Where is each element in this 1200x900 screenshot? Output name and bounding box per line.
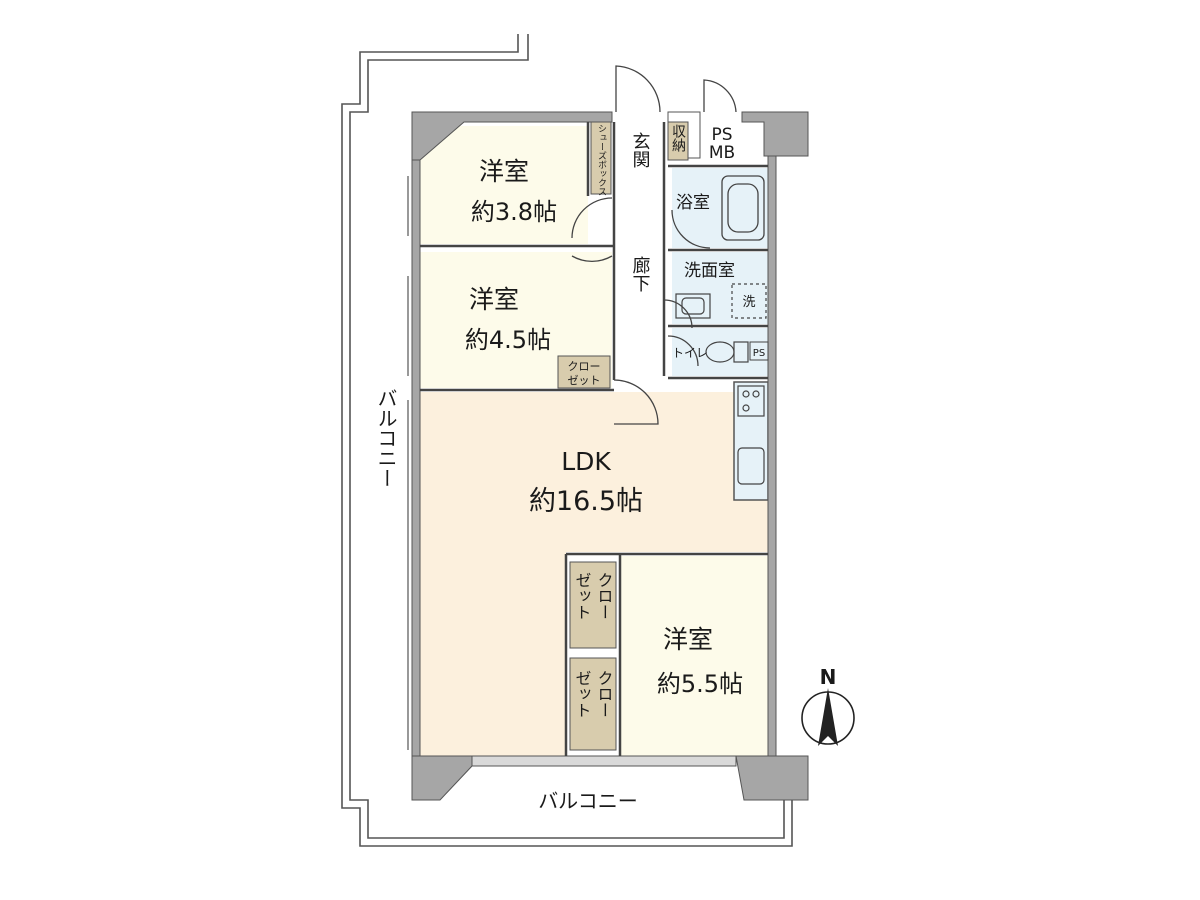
balcony-west-label: バルコニー xyxy=(374,388,398,488)
closet-western-2-line2: ゼット xyxy=(568,374,601,387)
ldk-area: 約16.5帖 xyxy=(529,486,643,517)
toilet-floor xyxy=(672,328,768,376)
bath-label: 浴室 xyxy=(676,193,710,213)
ldk-floor xyxy=(420,392,768,756)
washer-space xyxy=(731,283,767,319)
stove-icon xyxy=(737,385,765,417)
western-room-2-area: 約4.5帖 xyxy=(465,326,551,354)
toilet-label: トイレ xyxy=(672,346,708,360)
closet-ldk-top xyxy=(569,561,617,649)
toilet-ps xyxy=(749,341,769,361)
hallway-label: 廊下 xyxy=(630,256,651,292)
sink-icon xyxy=(675,293,711,319)
storage-label: 収納 xyxy=(670,124,686,153)
door-swings xyxy=(571,65,737,425)
kitchen-sink-icon xyxy=(737,447,765,485)
closet-ldk-top-col1: クロー xyxy=(595,572,614,620)
western-room-3-area: 約5.5帖 xyxy=(657,670,743,698)
closet-ldk-bottom-col1: クロー xyxy=(595,670,614,718)
balcony-south-label: バルコニー xyxy=(538,789,638,813)
washroom-label: 洗面室 xyxy=(684,261,735,281)
bathtub-icon xyxy=(721,175,765,241)
closet-western-2 xyxy=(557,355,611,389)
north-compass-icon: N xyxy=(801,665,855,746)
ldk-name: LDK xyxy=(561,447,611,476)
western-room-1-area: 約3.8帖 xyxy=(471,198,557,226)
bath-floor xyxy=(672,168,768,248)
shoebox-label: シューズボックス xyxy=(596,124,607,196)
entrance-label: 玄関 xyxy=(630,132,651,168)
toilet-icon xyxy=(705,341,749,363)
washroom-floor xyxy=(672,252,768,324)
interior-walls xyxy=(420,122,768,756)
shoebox xyxy=(590,121,612,195)
closet-western-2-line1: クロー xyxy=(568,360,601,373)
storage-cabinet xyxy=(667,121,689,161)
closet-ldk-bottom-col2: ゼット xyxy=(573,670,592,718)
toilet-ps-label: PS xyxy=(753,348,765,359)
western-room-1-floor xyxy=(420,126,588,244)
ps-mb-line2: MB xyxy=(709,143,735,163)
closet-ldk-top-col2: ゼット xyxy=(573,572,592,620)
western-room-3-floor xyxy=(620,556,768,756)
balcony-outline xyxy=(341,34,793,847)
western-room-2-name: 洋室 xyxy=(469,285,519,314)
ps-mb-line1: PS xyxy=(711,125,732,145)
closet-ldk-bottom xyxy=(569,657,617,751)
washer-label: 洗 xyxy=(742,295,755,310)
compass-label: N xyxy=(820,665,837,689)
western-room-3-name: 洋室 xyxy=(663,625,713,654)
western-room-1-name: 洋室 xyxy=(479,157,529,186)
